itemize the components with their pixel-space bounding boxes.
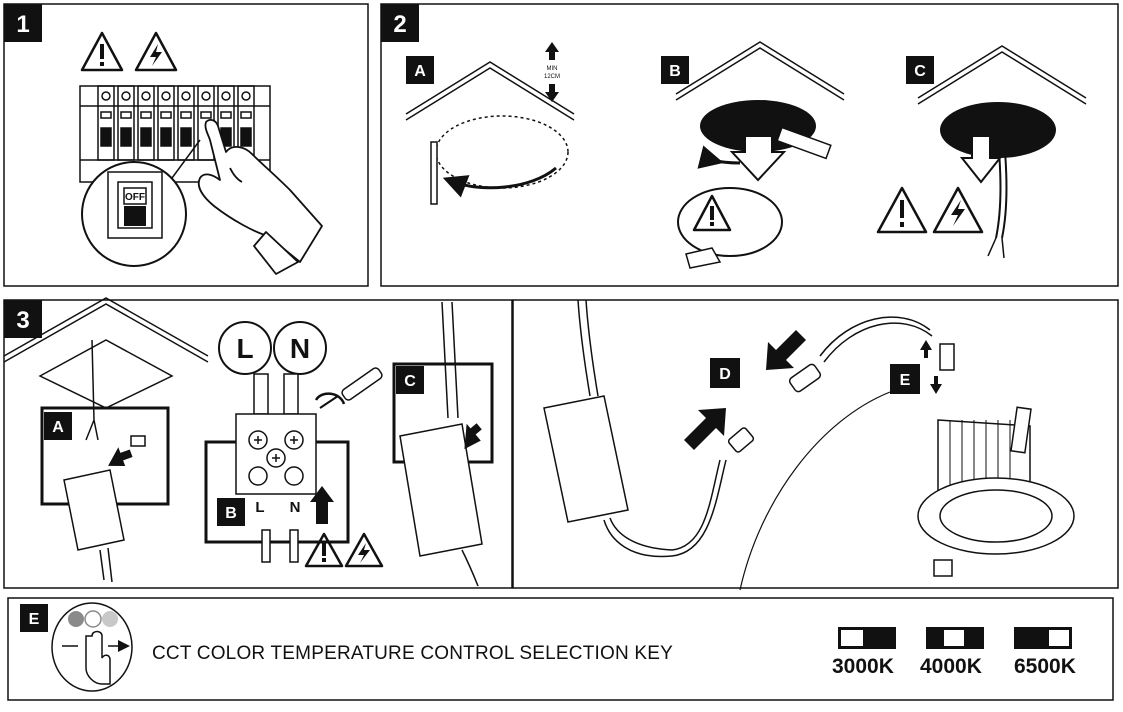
step-4e-letter: E (900, 372, 911, 389)
step-3b-badge (217, 498, 245, 526)
neutral-terminal-label: N (290, 333, 310, 364)
step-2b-letter: B (669, 63, 681, 80)
step-4d-badge (710, 358, 740, 388)
switch-6500k (1014, 627, 1072, 649)
step-3-number: 3 (16, 307, 29, 334)
terminal-block (204, 373, 350, 563)
ceiling-roof-3 (3, 297, 209, 409)
electric-hazard-icon (134, 31, 178, 72)
step-2a-badge (406, 56, 434, 84)
ceiling-roof (405, 61, 575, 121)
cutout-rotation (430, 115, 569, 205)
step-1-number: 1 (16, 11, 29, 38)
switch-4000k (926, 627, 984, 649)
key-badge-letter: E (29, 611, 40, 628)
neutral-terminal-circle (273, 321, 327, 375)
step-2b-badge (661, 56, 689, 84)
hand-icon (197, 119, 323, 275)
min-label: MIN (547, 66, 558, 72)
step-3a-badge (44, 412, 72, 440)
step-2a-letter: A (414, 63, 426, 80)
panel-step-1 (3, 3, 369, 287)
warning-icon-3 (304, 532, 344, 568)
option-4000k: 4000K (920, 655, 982, 678)
step-3b-letter: B (225, 505, 237, 522)
switch-3000k (838, 627, 896, 649)
cct-selector-icon (51, 602, 133, 692)
warning-icon (80, 31, 124, 72)
step-2c-letter: C (914, 63, 926, 80)
connect-arrow-down (766, 330, 806, 370)
ceiling-roof-b (675, 41, 845, 101)
live-terminal-label: L (236, 333, 253, 364)
cct-caption: CCT COLOR TEMPERATURE CONTROL SELECTION … (152, 643, 673, 664)
live-terminal-circle (218, 321, 272, 375)
option-3000k: 3000K (832, 655, 894, 678)
step-3-badge (4, 300, 42, 338)
remove-fixture (677, 126, 832, 269)
live-small-label: L (255, 499, 264, 516)
panel-step-2 (380, 3, 1119, 287)
adjust-arrows (920, 340, 942, 394)
key-badge (20, 604, 48, 632)
led-lamp-cable (788, 316, 933, 393)
connect-arrow-up (684, 408, 726, 450)
step-3c-letter: C (404, 373, 416, 390)
off-label: OFF (125, 192, 145, 203)
downlight-fixture (917, 343, 1075, 577)
key-panel (7, 597, 1114, 701)
pointer-line (739, 391, 891, 591)
step-3c-badge (396, 366, 424, 394)
panel-step-4 (512, 299, 1119, 589)
step-3a-letter: A (52, 419, 64, 436)
screwdriver-icon (314, 367, 383, 409)
option-6500k: 6500K (1014, 655, 1076, 678)
led-driver (543, 299, 755, 558)
step-1-badge (4, 4, 42, 42)
breaker-zoom (81, 139, 201, 267)
step-2c-badge (906, 56, 934, 84)
driver-wiring-a (63, 339, 146, 583)
step-4d-letter: D (719, 366, 731, 383)
panel-step-3 (3, 299, 513, 589)
clearance-arrows (545, 42, 559, 102)
step-2-number: 2 (393, 11, 406, 38)
step-4e-badge (890, 364, 920, 394)
step-2-badge (381, 4, 419, 42)
insert-up-arrow (310, 486, 334, 524)
driver-wiring-c (399, 301, 483, 587)
electric-hazard-icon-c (932, 186, 984, 234)
warning-icon-c (876, 186, 928, 234)
clearance-label: 12CM (544, 74, 560, 80)
neutral-small-label: N (290, 499, 301, 516)
electric-hazard-icon-3 (344, 532, 384, 568)
ceiling-roof-c (917, 45, 1087, 105)
pull-wire (959, 103, 1008, 259)
